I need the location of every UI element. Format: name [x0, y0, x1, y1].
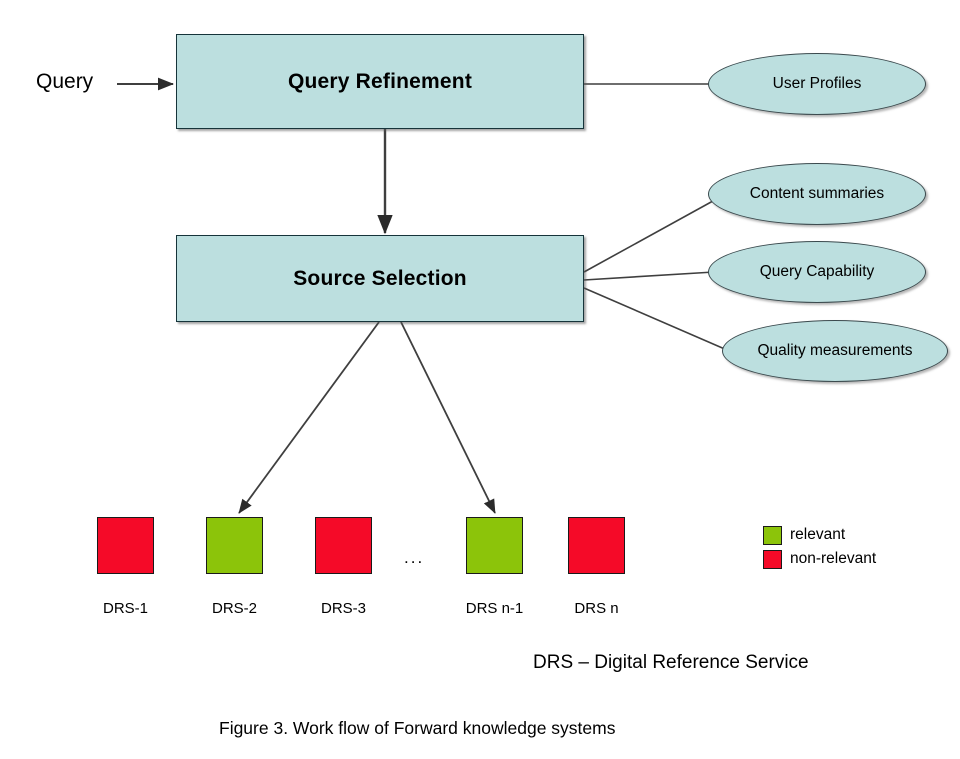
- arrow-source-to-drs-n-1: [400, 321, 496, 514]
- drs-square-3[interactable]: [315, 517, 372, 574]
- drs-ellipsis: ...: [404, 548, 425, 567]
- legend-swatch-relevant: [763, 526, 782, 545]
- drs-caption-n: DRS n: [574, 600, 619, 617]
- resource-node-user-profiles[interactable]: User Profiles: [708, 53, 926, 115]
- drs-square-n-1[interactable]: [466, 517, 523, 574]
- resource-node-query-capability[interactable]: Query Capability: [708, 241, 926, 303]
- query-input-label: Query: [36, 70, 94, 93]
- drs-caption-1: DRS-1: [102, 600, 148, 617]
- drs-square-1[interactable]: [97, 517, 154, 574]
- process-node-query-refinement-label: Query Refinement: [287, 69, 473, 93]
- resource-node-content-summaries-label: Content summaries: [749, 185, 885, 202]
- link-source-to-content-summaries: [583, 195, 723, 273]
- resource-node-user-profiles-label: User Profiles: [772, 75, 862, 92]
- legend-swatch-non-relevant: [763, 550, 782, 569]
- link-source-to-query-capability: [583, 271, 715, 281]
- drs-square-2[interactable]: [206, 517, 263, 574]
- drs-square-n[interactable]: [568, 517, 625, 574]
- process-node-query-refinement[interactable]: Query Refinement: [176, 34, 584, 129]
- drs-caption-2: DRS-2: [211, 600, 257, 617]
- arrow-source-to-drs-2: [238, 321, 380, 514]
- process-node-source-selection[interactable]: Source Selection: [176, 235, 584, 322]
- resource-node-query-capability-label: Query Capability: [759, 263, 875, 280]
- resource-node-quality-measurements[interactable]: Quality measurements: [722, 320, 948, 382]
- drs-abbreviation-note: DRS – Digital Reference Service: [533, 652, 809, 673]
- figure-caption: Figure 3. Work flow of Forward knowledge…: [219, 718, 616, 738]
- drs-caption-n-1: DRS n-1: [465, 600, 524, 617]
- link-source-to-quality-measurements: [583, 287, 728, 351]
- resource-node-content-summaries[interactable]: Content summaries: [708, 163, 926, 225]
- resource-node-quality-measurements-label: Quality measurements: [757, 342, 913, 359]
- process-node-source-selection-label: Source Selection: [293, 266, 467, 290]
- legend-label-relevant: relevant: [790, 526, 846, 543]
- drs-caption-3: DRS-3: [320, 600, 366, 617]
- legend-label-non-relevant: non-relevant: [790, 550, 877, 567]
